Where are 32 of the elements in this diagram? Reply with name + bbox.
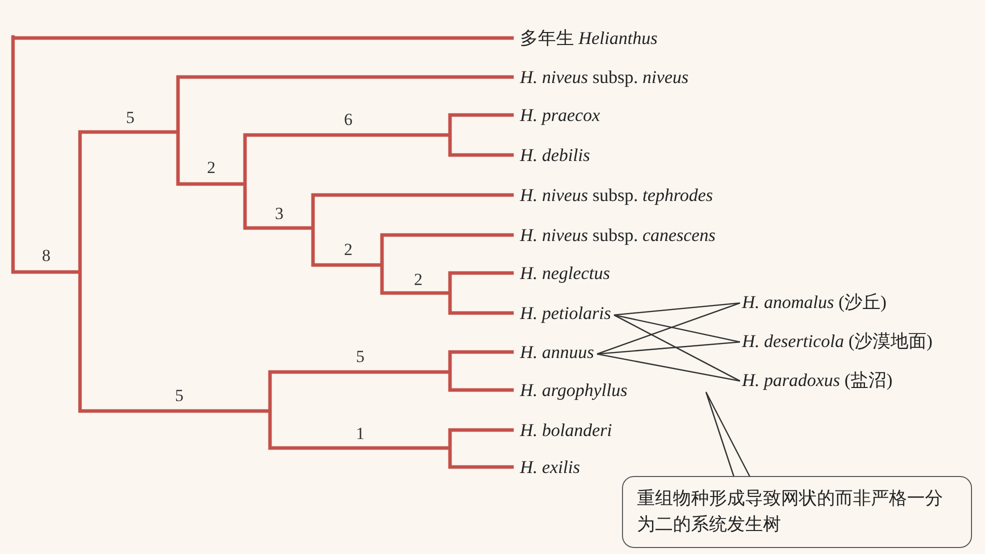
species-name: H. debilis xyxy=(520,144,590,166)
species-name: H. niveus subsp. canescens xyxy=(520,224,716,246)
hybridization-line xyxy=(596,341,740,355)
species-name: H. argophyllus xyxy=(520,379,628,401)
species-name: H. exilis xyxy=(520,456,580,478)
species-name: H. anomalus (沙丘) xyxy=(742,291,887,313)
branch-length-number: 8 xyxy=(42,246,50,266)
hybridization-line xyxy=(614,302,740,316)
branch-length-number: 5 xyxy=(126,108,134,128)
species-name: H. bolanderi xyxy=(520,419,612,441)
species-name: H. annuus xyxy=(520,341,594,363)
hybridization-line xyxy=(596,353,740,382)
branch-length-number: 6 xyxy=(344,110,352,130)
species-name: H. petiolaris xyxy=(520,302,612,324)
branch-length-number: 1 xyxy=(356,424,364,444)
hybridization-line xyxy=(596,302,740,355)
hybridization-line xyxy=(614,314,740,343)
species-name: H. niveus subsp. niveus xyxy=(520,66,688,88)
hybridization-line xyxy=(614,314,740,382)
species-name: H. paradoxus (盐沼) xyxy=(742,369,892,391)
species-name: H. praecox xyxy=(520,104,600,126)
callout-box: 重组物种形成导致网状的而非严格一分为二的系统发生树 xyxy=(622,476,972,548)
branch-length-number: 2 xyxy=(414,270,422,290)
species-name: 多年生 Helianthus xyxy=(520,27,658,49)
branch-length-number: 2 xyxy=(207,158,216,178)
branch-length-number: 3 xyxy=(275,204,284,224)
species-name: H. deserticola (沙漠地面) xyxy=(742,330,932,352)
species-name: H. neglectus xyxy=(520,262,610,284)
branch-length-number: 2 xyxy=(344,240,352,260)
branch-length-number: 5 xyxy=(356,347,364,367)
branch-length-number: 5 xyxy=(175,386,184,406)
species-name: H. niveus subsp. tephrodes xyxy=(520,184,713,206)
